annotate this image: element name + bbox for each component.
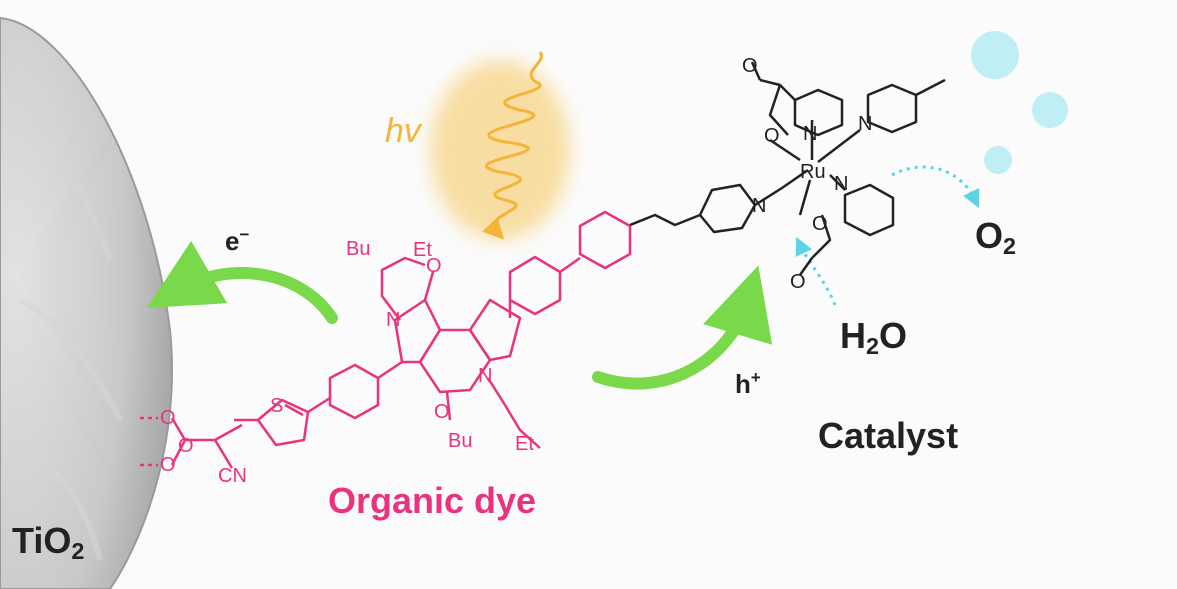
atom-o-ru-top: O xyxy=(742,55,758,77)
atom-n-ru2: N xyxy=(858,113,872,135)
atom-n-ru3: N xyxy=(834,173,848,195)
electron-label: e− xyxy=(225,225,249,257)
atom-o-ru2: O xyxy=(812,213,828,235)
atom-ru: Ru xyxy=(800,161,826,183)
oxygen-o: O xyxy=(975,215,1004,256)
oxygen-bubble-medium xyxy=(1032,92,1068,128)
hole-label: h+ xyxy=(735,368,761,400)
hole-h: h xyxy=(735,369,751,400)
water-o: O xyxy=(879,315,908,356)
atom-et-top: Et xyxy=(413,239,432,261)
organic-dye-structure xyxy=(140,210,632,469)
atom-n-bottom: N xyxy=(478,365,492,387)
water-h: H xyxy=(840,315,866,356)
tio2-sphere xyxy=(0,16,173,589)
atom-bu-top: Bu xyxy=(346,238,370,260)
catalyst-label: Catalyst xyxy=(818,415,959,456)
tio2-subscript: 2 xyxy=(71,537,85,564)
atom-o-bottom: O xyxy=(434,401,450,423)
photon-glow xyxy=(430,60,570,240)
tio2-label: TiO2 xyxy=(12,520,84,565)
oxygen-release-arrow xyxy=(891,165,980,209)
atom-et-bottom: Et xyxy=(515,433,534,455)
hole-transfer-arrow xyxy=(592,265,773,390)
water-label: H2O xyxy=(840,315,907,360)
atom-o-ru1: O xyxy=(764,125,780,147)
atom-o-ru-bottom: O xyxy=(790,271,806,293)
atom-o-carbonyl: O xyxy=(178,435,194,457)
electron-transfer-arrow xyxy=(146,240,338,324)
organic-dye-label: Organic dye xyxy=(328,480,537,521)
electron-superscript: − xyxy=(239,225,250,244)
water-subscript: 2 xyxy=(866,332,880,359)
oxygen-label: O2 xyxy=(975,215,1016,260)
catalyst-structure xyxy=(629,61,946,276)
atom-n-top: N xyxy=(386,309,400,331)
hole-superscript: + xyxy=(750,368,761,387)
oxygen-bubble-small xyxy=(984,146,1012,174)
atom-n-ru1: N xyxy=(803,123,817,145)
atom-labels: Bu Et N O O N Bu Et S CN O O O Ru N N N … xyxy=(160,55,872,487)
oxygen-bubble-large xyxy=(971,31,1019,79)
tio2-texture xyxy=(18,117,123,561)
oxygen-subscript: 2 xyxy=(1003,232,1017,259)
atom-cn: CN xyxy=(218,465,247,487)
atom-s: S xyxy=(270,395,283,417)
electron-e: e xyxy=(225,226,240,257)
photon-label: hv xyxy=(385,112,421,150)
tio2-text: TiO xyxy=(12,520,72,561)
atom-n-pyridine: N xyxy=(752,195,766,217)
photon-wave xyxy=(482,51,543,240)
atom-o-top: O xyxy=(426,255,442,277)
atom-o-ester2: O xyxy=(160,454,176,476)
atom-o-ester1: O xyxy=(160,407,176,429)
atom-bu-bottom: Bu xyxy=(448,430,472,452)
